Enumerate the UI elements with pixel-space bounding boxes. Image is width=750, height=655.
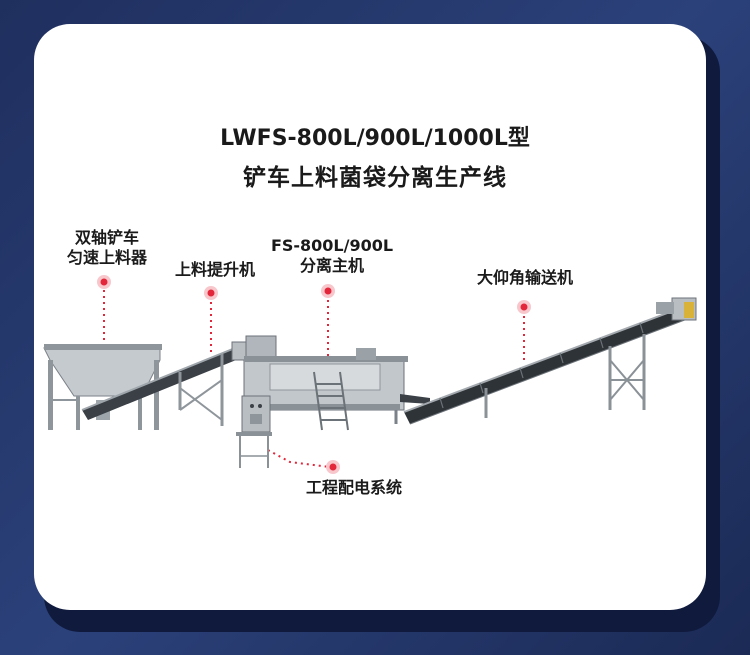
label-separator: FS-800L/900L 分离主机: [262, 236, 402, 276]
marker-separator: [321, 284, 335, 356]
label-separator-line2: 分离主机: [299, 256, 364, 275]
marker-elevator: [204, 286, 218, 352]
content-card: [34, 24, 706, 610]
machine-elevator: [81, 341, 249, 426]
marker-electric: [267, 449, 340, 474]
title-model: LWFS-800L/900L/1000L型: [220, 126, 530, 151]
label-feeder-line2: 匀速上料器: [66, 248, 147, 267]
label-feeder-line1: 双轴铲车: [74, 228, 139, 247]
marker-feeder: [97, 275, 111, 340]
label-elevator: 上料提升机: [174, 260, 255, 279]
label-electric: 工程配电系统: [305, 478, 402, 497]
machine-conveyor: [403, 297, 697, 425]
machine-separator: [243, 335, 430, 431]
label-conveyor: 大仰角输送机: [476, 268, 573, 287]
machine-electric-cabinet: [236, 395, 272, 468]
marker-conveyor: [517, 300, 531, 364]
label-feeder: 双轴铲车 匀速上料器: [52, 228, 162, 268]
title-line-name: 铲车上料菌袋分离生产线: [243, 165, 507, 191]
label-separator-line1: FS-800L/900L: [270, 236, 394, 255]
